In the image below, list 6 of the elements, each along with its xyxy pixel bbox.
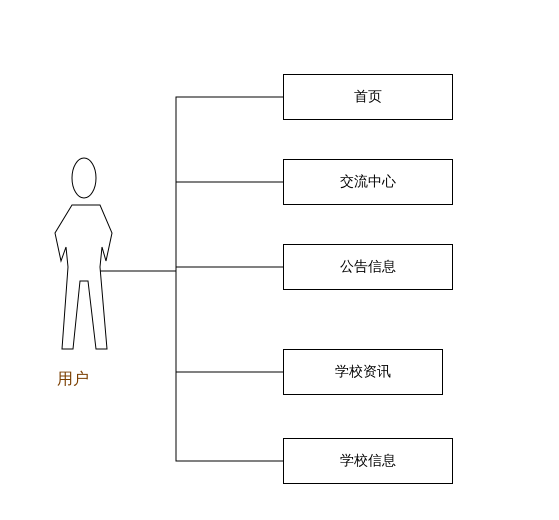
process-box: 学校资讯 bbox=[283, 349, 443, 395]
process-box: 公告信息 bbox=[283, 244, 453, 290]
process-box: 学校信息 bbox=[283, 438, 453, 484]
process-box: 首页 bbox=[283, 74, 453, 120]
actor-label: 用户 bbox=[57, 369, 89, 390]
process-box: 交流中心 bbox=[283, 159, 453, 205]
